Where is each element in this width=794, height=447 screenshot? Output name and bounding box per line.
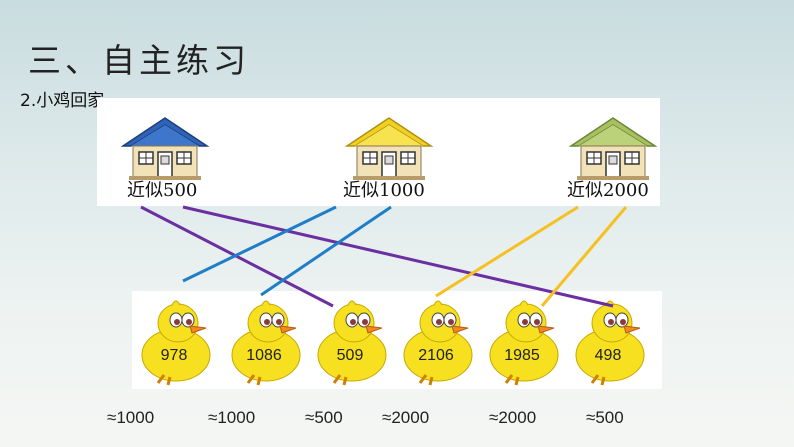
chick-number: 1086 bbox=[246, 347, 282, 364]
approx-label: ≈2000 bbox=[382, 408, 430, 427]
approx-label: ≈500 bbox=[586, 408, 624, 427]
chick-icon bbox=[403, 300, 473, 386]
house-icon-2000 bbox=[568, 117, 658, 180]
approx-label: ≈2000 bbox=[489, 408, 537, 427]
house-label-2000: 近似2000 bbox=[567, 180, 649, 201]
house-label-1000: 近似1000 bbox=[343, 180, 425, 201]
chick-icon bbox=[575, 300, 645, 386]
chick-number: 2106 bbox=[418, 347, 454, 364]
line-2106-to-2000 bbox=[435, 205, 579, 298]
chick-number: 498 bbox=[594, 347, 622, 364]
chick-icon bbox=[231, 300, 301, 386]
approx-label: ≈500 bbox=[305, 408, 343, 427]
chicks-panel: 978 1086 509 2106 bbox=[132, 291, 662, 389]
chick-number: 1985 bbox=[504, 347, 540, 364]
approx-label: ≈1000 bbox=[208, 408, 256, 427]
house-icon-1000 bbox=[344, 117, 434, 180]
chick-number: 978 bbox=[160, 347, 188, 364]
slide-title: 三、自主练习 bbox=[28, 41, 250, 80]
house-icon-500 bbox=[120, 117, 210, 180]
approx-label: ≈1000 bbox=[107, 408, 155, 427]
line-978-to-1000 bbox=[182, 205, 337, 283]
chick-icon bbox=[489, 300, 559, 386]
chick-icon bbox=[141, 300, 211, 386]
chick-number: 509 bbox=[336, 347, 364, 364]
house-label-500: 近似500 bbox=[127, 180, 198, 201]
line-1086-to-1000 bbox=[260, 205, 392, 297]
houses-panel: 近似500 近似1000 近似2000 bbox=[97, 98, 660, 206]
chick-icon bbox=[317, 300, 387, 386]
exercise-subtitle: 2.小鸡回家。 bbox=[20, 91, 122, 111]
